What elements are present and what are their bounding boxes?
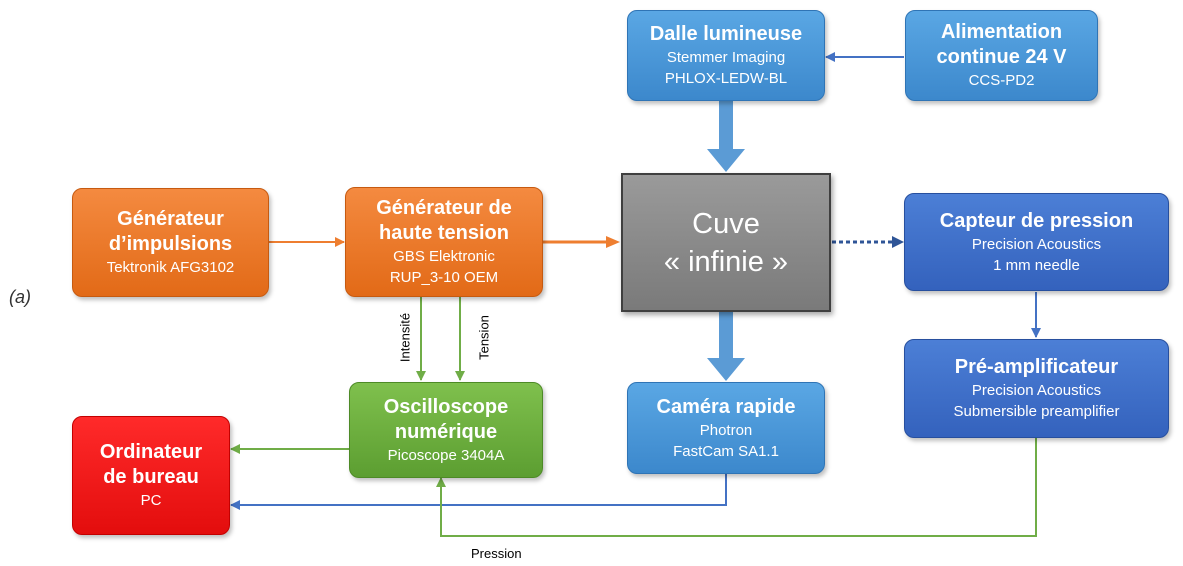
node-pre-amplificateur: Pré-amplificateur Precision Acoustics Su… [904,339,1169,438]
node-title: « infinie » [663,245,789,278]
node-cuve-infinie: Cuve « infinie » [621,173,831,312]
node-subtitle: FastCam SA1.1 [673,442,779,460]
arrow-camera-to-pc [230,474,727,510]
arrow-preamp-to-oscillo [436,438,1037,537]
node-subtitle: PC [140,492,162,509]
node-generateur-haute-tension: Générateur de haute tension GBS Elektron… [345,187,543,297]
node-subtitle: Tektronik AFG3102 [106,259,235,276]
node-subtitle: Picoscope 3404A [387,446,505,464]
arrow-cuve-to-camera [707,312,745,381]
node-ordinateur: Ordinateur de bureau PC [72,416,230,535]
node-subtitle: Precision Acoustics [971,235,1102,253]
node-subtitle: Submersible preamplifier [953,403,1120,420]
node-title: d’impulsions [108,233,233,255]
node-title: continue 24 V [936,46,1067,68]
edge-label-tension: Tension [476,315,492,360]
node-generateur-impulsions: Générateur d’impulsions Tektronik AFG310… [72,188,269,297]
node-subtitle: CCS-PD2 [968,72,1035,89]
node-title: Capteur de pression [939,209,1134,232]
node-subtitle: Photron [699,421,753,439]
node-title: haute tension [378,222,509,244]
node-subtitle: 1 mm needle [993,256,1080,274]
node-title: Pré-amplificateur [954,356,1119,378]
node-title: Ordinateur [99,441,203,463]
node-title: Dalle lumineuse [649,23,803,45]
panel-label: (a) [9,287,31,307]
node-subtitle: RUP_3-10 OEM [389,269,499,286]
edge-label-pression: Pression [471,546,522,561]
node-oscilloscope: Oscilloscope numérique Picoscope 3404A [349,382,543,478]
node-title: numérique [394,420,498,443]
node-title: Générateur [117,208,224,230]
node-title: de bureau [103,466,199,488]
node-subtitle: GBS Elektronic [393,248,495,265]
node-alimentation: Alimentation continue 24 V CCS-PD2 [905,10,1098,101]
node-camera-rapide: Caméra rapide Photron FastCam SA1.1 [627,382,825,474]
node-capteur-pression: Capteur de pression Precision Acoustics … [904,193,1169,291]
node-title: Cuve [692,207,760,240]
node-subtitle: Stemmer Imaging [666,49,786,66]
arrow-dalle-to-cuve [707,101,745,172]
node-dalle-lumineuse: Dalle lumineuse Stemmer Imaging PHLOX-LE… [627,10,825,101]
node-title: Générateur de [376,197,512,219]
node-title: Alimentation [940,21,1063,43]
node-subtitle: PHLOX-LEDW-BL [664,70,788,87]
node-title: Oscilloscope [383,395,509,418]
edge-label-intensite: Intensité [397,312,413,363]
node-title: Caméra rapide [656,395,796,418]
node-subtitle: Precision Acoustics [971,382,1102,399]
